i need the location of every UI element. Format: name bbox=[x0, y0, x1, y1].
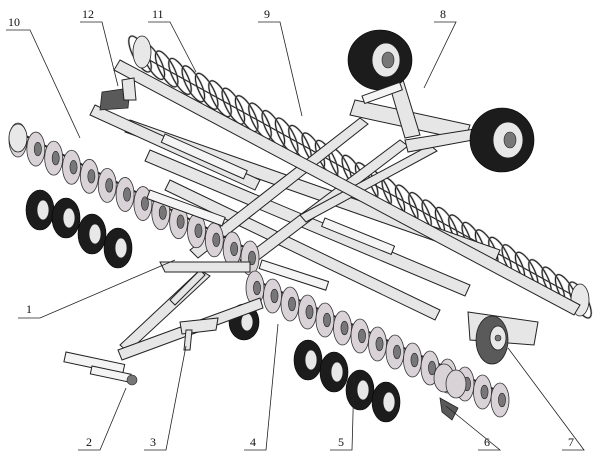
gang-disc bbox=[26, 131, 46, 167]
callout-labels: 1 2 3 4 5 6 7 8 9 10 11 12 bbox=[8, 7, 574, 449]
gang-disc bbox=[298, 294, 317, 330]
callout-8: 8 bbox=[440, 7, 446, 21]
gang-disc bbox=[315, 302, 335, 338]
callout-2: 2 bbox=[86, 435, 92, 449]
gang-disc bbox=[350, 318, 370, 354]
roller-coil bbox=[247, 102, 273, 141]
callout-1: 1 bbox=[26, 302, 32, 316]
roller-coil bbox=[234, 94, 260, 133]
roller-coil bbox=[154, 49, 180, 88]
callout-10: 10 bbox=[8, 15, 20, 29]
gauge-wheels-left bbox=[25, 189, 133, 269]
gang-disc bbox=[169, 204, 189, 240]
roller-coil bbox=[194, 72, 220, 111]
gang-disc bbox=[263, 278, 282, 314]
gang-disc bbox=[222, 231, 242, 267]
callout-11: 11 bbox=[152, 7, 164, 21]
scraper-end bbox=[433, 363, 467, 421]
gang-disc bbox=[403, 342, 422, 378]
roller-coil bbox=[167, 57, 193, 96]
front-disc-gang bbox=[8, 122, 260, 276]
gang-disc bbox=[115, 177, 135, 212]
transport-wheel-left bbox=[347, 29, 413, 91]
gang-disc bbox=[490, 382, 510, 418]
callout-7: 7 bbox=[568, 435, 574, 449]
roller-coil bbox=[180, 64, 206, 103]
transport-wheel-assembly bbox=[347, 29, 535, 173]
gang-disc bbox=[385, 334, 405, 370]
callout-5: 5 bbox=[338, 435, 344, 449]
transport-wheel-right bbox=[469, 107, 535, 173]
gang-disc bbox=[333, 310, 352, 346]
side-plate bbox=[99, 77, 137, 111]
callout-9: 9 bbox=[264, 7, 270, 21]
gang-disc bbox=[204, 222, 224, 258]
gang-disc bbox=[44, 140, 64, 176]
gang-disc bbox=[62, 149, 81, 185]
end-disc-deflector bbox=[467, 311, 539, 365]
gang-disc bbox=[97, 167, 117, 203]
hydraulic-cylinders bbox=[146, 81, 403, 291]
callout-leaders bbox=[6, 21, 585, 451]
roller-coil bbox=[207, 79, 233, 118]
gang-disc bbox=[280, 286, 300, 322]
gang-disc bbox=[79, 158, 99, 194]
callout-6: 6 bbox=[484, 435, 490, 449]
gang-disc bbox=[133, 186, 153, 221]
support-stand bbox=[179, 317, 219, 351]
callout-4: 4 bbox=[250, 435, 256, 449]
gang-disc bbox=[473, 374, 492, 410]
main-frame bbox=[89, 59, 581, 321]
callout-3: 3 bbox=[150, 435, 156, 449]
callout-12: 12 bbox=[82, 7, 94, 21]
gang-disc bbox=[368, 326, 387, 362]
roller-coil bbox=[220, 87, 246, 126]
